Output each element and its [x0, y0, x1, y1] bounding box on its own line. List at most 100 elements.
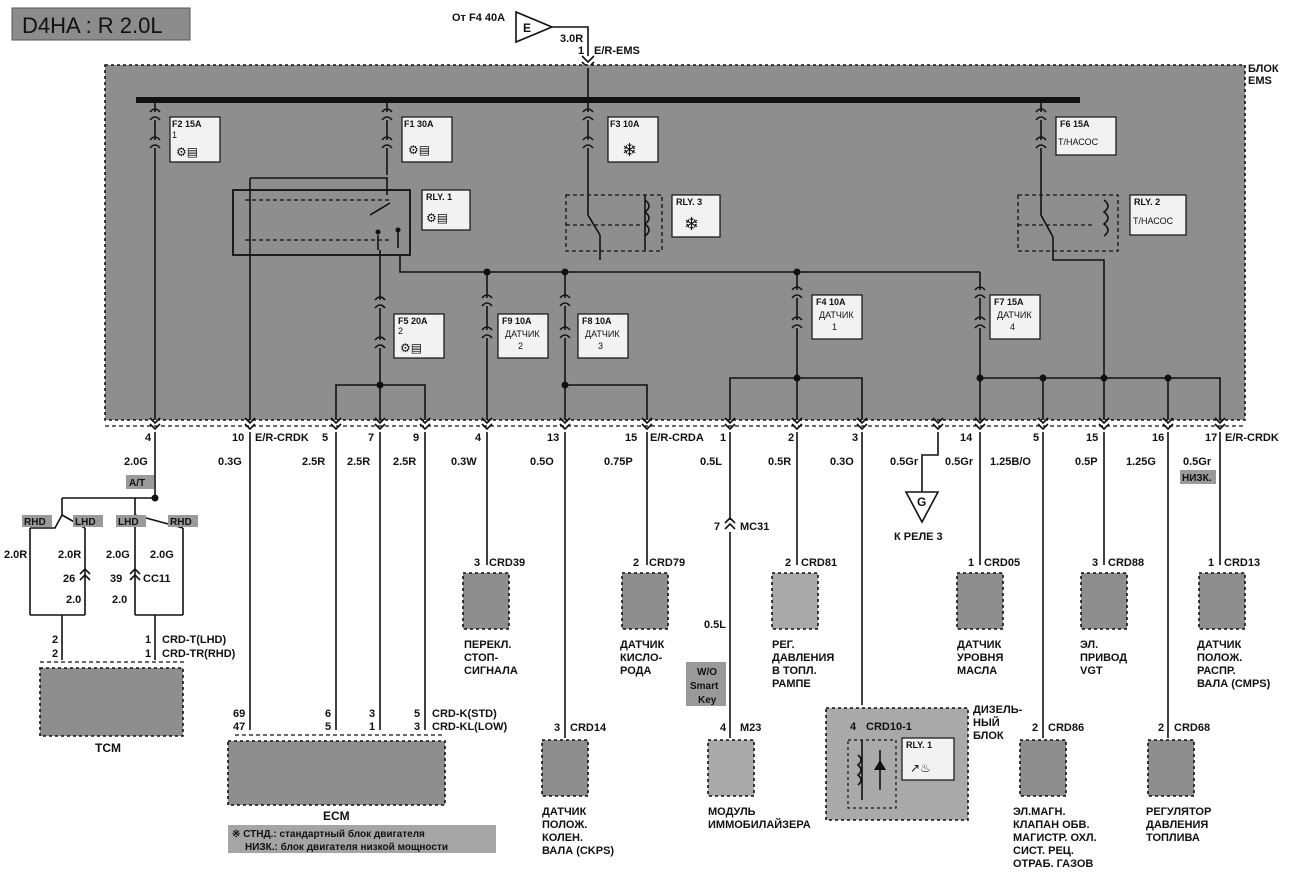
component-pin: 3 [1092, 557, 1098, 569]
ems-relay-box [104, 64, 1246, 421]
component-crd14: 3 CRD14 ДАТЧИК ПОЛОЖ. КОЛЕН. ВАЛА (CKPS) [541, 722, 614, 857]
fuse-f4-name: F4 10A [816, 297, 846, 307]
wire-label: 0.5Gr [945, 456, 974, 468]
k-rele-triangle [904, 491, 940, 524]
footnote-box [228, 825, 496, 853]
wire-label: 0.5R [768, 456, 791, 468]
component-label: РЕГ. [772, 639, 795, 651]
power-bus-bar [136, 97, 1080, 103]
ecm-pin: 3 [369, 708, 375, 720]
fuse-f2-name: F2 15A [172, 119, 202, 129]
k-rele-tag: G [917, 495, 926, 509]
pin-chevron [1098, 417, 1110, 431]
component-label: МАСЛА [957, 665, 997, 677]
ecm-pin: 5 [325, 721, 331, 733]
component-connector: CRD13 [1224, 557, 1260, 569]
pin-chevron [974, 417, 986, 431]
pin-chevron [932, 417, 944, 431]
pin-chevron [330, 417, 342, 431]
connector-label: E/R-CRDK [255, 432, 309, 444]
fuse-f8-name: F8 10A [582, 316, 612, 326]
source-e-triangle [515, 10, 555, 44]
pin-label: 13 [547, 432, 559, 444]
rhd-tag-box [22, 515, 52, 527]
component-label: ПЕРЕКЛ. [464, 639, 511, 651]
relay-3: RLY. 3 ❄ [565, 194, 721, 260]
component-label: РАМПЕ [772, 678, 811, 690]
component-pin: 4 [720, 722, 727, 734]
component-label: ПОЛОЖ. [542, 819, 587, 831]
component-label: МАГИСТР. ОХЛ. [1013, 832, 1097, 844]
pin-label: 5 [1033, 432, 1039, 444]
fuse-f4-sub-1: ДАТЧИК [819, 310, 854, 320]
wire-label: 0.5L [700, 456, 722, 468]
fuse-f7: F7 15A ДАТЧИК 4 [974, 272, 1041, 420]
wire-label: 2.5R [393, 456, 416, 468]
wire-label: 0.3W [451, 456, 477, 468]
pin-label: 9 [413, 432, 419, 444]
component-pin: 3 [474, 557, 480, 569]
ecm-box [227, 740, 446, 806]
rhd-tag-box-2 [168, 515, 198, 527]
fuse-f6-sub: Т/НАСОС [1058, 137, 1099, 147]
diagram-title: D4HA : R 2.0L [22, 13, 163, 38]
pin-chevron [149, 417, 161, 431]
pin-label: 15 [1086, 432, 1098, 444]
wire-label: 2.0 [66, 594, 81, 606]
component-pin: 2 [1032, 722, 1038, 734]
relay-3-name: RLY. 3 [676, 197, 702, 207]
pin-label: 2 [788, 432, 794, 444]
ecm-pin: 6 [325, 708, 331, 720]
tcm-pin: 1 [145, 634, 151, 646]
pin-label: 5 [322, 432, 328, 444]
pin-chevron [559, 417, 571, 431]
mc31-pin: 7 [714, 521, 720, 533]
diesel-block: 4 CRD10-1 RLY. 1 ↗♨ ДИЗЕЛЬ- НЫЙ БЛОК [825, 704, 1023, 821]
wire-label: 2.0 [112, 594, 127, 606]
component-label: РАСПР. [1197, 665, 1236, 677]
fuse-f8: F8 10A ДАТЧИК 3 [559, 272, 629, 420]
component-label: УРОВНЯ [957, 652, 1003, 664]
fuse-f5-pin: 2 [398, 326, 403, 336]
pin-label: 17 [1205, 432, 1217, 444]
component-label: СТОП- [464, 652, 499, 664]
pin-label: 14 [960, 432, 973, 444]
component-crd81: 2 CRD81 РЕГ. ДАВЛЕНИЯ В ТОПЛ. РАМПЕ [771, 557, 837, 690]
fuse-f4: F4 10A ДАТЧИК 1 [791, 272, 863, 420]
lhd-tag: LHD [75, 517, 96, 528]
pin-label: 4 [145, 432, 152, 444]
fuse-f7-name: F7 15A [994, 297, 1024, 307]
wire-label: 1.25B/O [990, 456, 1031, 468]
pin-chevron [1162, 417, 1174, 431]
lhd-tag-box-2 [116, 515, 146, 527]
component-label: ТОПЛИВА [1146, 832, 1200, 844]
pin-label: 3 [852, 432, 858, 444]
footnote-line-2: НИЗК.: блок двигателя низкой мощности [245, 841, 448, 853]
pin-chevron [419, 417, 431, 431]
component-label: В ТОПЛ. [772, 665, 817, 677]
wire-label: 2.0R [58, 549, 81, 561]
component-connector: CRD68 [1174, 722, 1210, 734]
mc31-connector: MC31 [740, 521, 769, 533]
source-tag: E [523, 21, 531, 35]
pin-label: 1 [720, 432, 726, 444]
engine-icon: ⚙▤ [408, 143, 430, 157]
snowflake-icon: ❄ [622, 140, 637, 160]
component-label: ДАТЧИК [957, 639, 1002, 651]
fuse-f1: F1 30A ⚙▤ [381, 103, 453, 175]
component-label: РЕГУЛЯТОР [1146, 806, 1211, 818]
component-label: ПРИВОД [1080, 652, 1127, 664]
diesel-label: БЛОК [973, 730, 1004, 742]
ecm-pin: 47 [233, 721, 245, 733]
ems-block-label-2: EMS [1248, 75, 1272, 87]
cc-pin-label: 39 [110, 573, 122, 585]
component-label: ЭЛ.МАГН. [1013, 806, 1066, 818]
component-label: ВАЛА (CMPS) [1197, 678, 1271, 690]
fuse-f2: F2 15A 1 ⚙▤ [149, 103, 221, 420]
connector-label: E/R-CRDA [650, 432, 704, 444]
tcm-connector-lhd: CRD-T(LHD) [162, 634, 226, 646]
component-label: СИСТ. РЕЦ. [1013, 845, 1074, 857]
source-pin: 1 [578, 45, 584, 57]
component-label: ИММОБИЛАЙЗЕРА [708, 818, 811, 831]
k-rele-label: К РЕЛЕ 3 [894, 531, 943, 543]
